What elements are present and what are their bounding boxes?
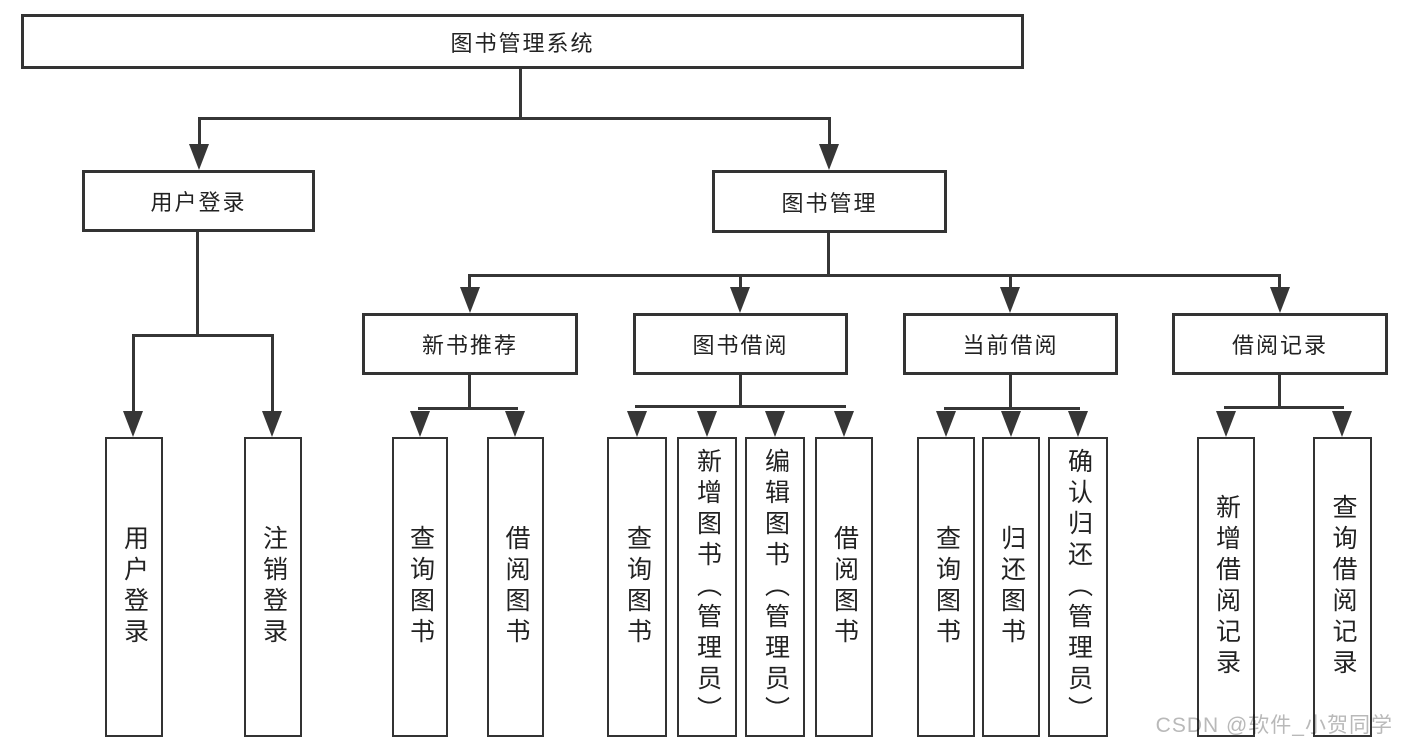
arrowhead-icon — [936, 411, 956, 437]
edge-userlogin-stem — [196, 232, 199, 337]
leaf-add-book-admin: 新增图书（管理员） — [677, 437, 737, 737]
arrowhead-icon — [460, 287, 480, 313]
edge-current-bus — [944, 407, 1080, 410]
edge-userlogin-child1-stem — [132, 334, 135, 416]
leaf-borrow-query-book: 查询图书 — [607, 437, 667, 737]
arrowhead-icon — [1068, 411, 1088, 437]
arrowhead-icon — [730, 287, 750, 313]
arrowhead-icon — [189, 144, 209, 170]
edge-root-left-stem — [198, 117, 201, 147]
leaf-edit-book-admin: 编辑图书（管理员） — [745, 437, 805, 737]
node-new-book-recommend-label: 新书推荐 — [421, 333, 518, 358]
node-book-management-label: 图书管理 — [781, 190, 878, 216]
leaf-confirm-return-admin: 确认归还（管理员） — [1048, 437, 1108, 737]
edge-current-stem — [1009, 375, 1012, 410]
leaf-add-borrow-record-label: 新增借阅记录 — [1212, 494, 1241, 680]
arrowhead-icon — [1270, 287, 1290, 313]
leaf-return-book-label: 归还图书 — [997, 525, 1026, 649]
leaf-edit-book-admin-label: 编辑图书（管理员） — [761, 447, 790, 727]
edge-userlogin-child2-stem — [271, 334, 274, 416]
leaf-current-query-book-label: 查询图书 — [932, 525, 961, 649]
leaf-newrec-borrow-book-label: 借阅图书 — [502, 525, 530, 649]
edge-records-stem — [1278, 375, 1281, 409]
leaf-newrec-borrow-book: 借阅图书 — [487, 437, 544, 737]
arrowhead-icon — [410, 411, 430, 437]
node-borrow-records-label: 借阅记录 — [1231, 333, 1328, 358]
edge-borrow-bus — [635, 405, 846, 408]
node-book-management: 图书管理 — [712, 170, 947, 233]
edge-borrow-stem — [739, 375, 742, 408]
csdn-watermark: CSDN @软件_小贺同学 — [1155, 714, 1393, 737]
edge-root-stem — [519, 69, 522, 117]
arrowhead-icon — [123, 411, 143, 437]
edge-bookmgmt-c1-stem — [468, 274, 471, 292]
arrowhead-icon — [765, 411, 785, 437]
edge-bookmgmt-c4-stem — [1278, 274, 1281, 292]
arrowhead-icon — [1001, 411, 1021, 437]
node-current-borrow: 当前借阅 — [903, 313, 1118, 375]
arrowhead-icon — [834, 411, 854, 437]
node-book-borrow: 图书借阅 — [633, 313, 848, 375]
arrowhead-icon — [1216, 411, 1236, 437]
node-current-borrow-label: 当前借阅 — [962, 333, 1059, 358]
edge-bookmgmt-c2-stem — [739, 274, 742, 292]
arrowhead-icon — [627, 411, 647, 437]
leaf-borrow-borrow-book-label: 借阅图书 — [830, 525, 859, 649]
arrowhead-icon — [819, 144, 839, 170]
edge-newrec-stem — [468, 375, 471, 410]
leaf-borrow-borrow-book: 借阅图书 — [815, 437, 873, 737]
edge-root-bus — [198, 117, 831, 120]
leaf-confirm-return-admin-label: 确认归还（管理员） — [1064, 447, 1093, 727]
edge-bookmgmt-bus — [468, 274, 1281, 277]
arrowhead-icon — [1332, 411, 1352, 437]
edge-newrec-bus — [418, 407, 518, 410]
leaf-user-login-label: 用户登录 — [120, 525, 149, 649]
leaf-logout-label: 注销登录 — [259, 525, 288, 649]
edge-bookmgmt-stem — [827, 233, 830, 274]
leaf-add-book-admin-label: 新增图书（管理员） — [693, 447, 722, 727]
node-root-label: 图书管理系统 — [450, 30, 595, 56]
leaf-logout: 注销登录 — [244, 437, 302, 737]
arrowhead-icon — [697, 411, 717, 437]
node-user-login-label: 用户登录 — [150, 190, 247, 215]
leaf-newrec-query-book-label: 查询图书 — [406, 525, 435, 649]
arrowhead-icon — [1000, 287, 1020, 313]
leaf-query-borrow-record-label: 查询借阅记录 — [1329, 494, 1357, 680]
edge-records-bus — [1224, 406, 1344, 409]
leaf-return-book: 归还图书 — [982, 437, 1040, 737]
node-new-book-recommend: 新书推荐 — [362, 313, 578, 375]
leaf-query-borrow-record: 查询借阅记录 — [1313, 437, 1372, 737]
arrowhead-icon — [505, 411, 525, 437]
node-user-login: 用户登录 — [82, 170, 315, 232]
node-book-borrow-label: 图书借阅 — [692, 333, 789, 358]
node-borrow-records: 借阅记录 — [1172, 313, 1388, 375]
leaf-add-borrow-record: 新增借阅记录 — [1197, 437, 1255, 737]
edge-root-right-stem — [828, 117, 831, 147]
node-root: 图书管理系统 — [21, 14, 1024, 69]
edge-userlogin-bus — [132, 334, 274, 337]
leaf-current-query-book: 查询图书 — [917, 437, 975, 737]
edge-bookmgmt-c3-stem — [1009, 274, 1012, 292]
leaf-user-login: 用户登录 — [105, 437, 163, 737]
leaf-newrec-query-book: 查询图书 — [392, 437, 448, 737]
arrowhead-icon — [262, 411, 282, 437]
leaf-borrow-query-book-label: 查询图书 — [623, 525, 652, 649]
